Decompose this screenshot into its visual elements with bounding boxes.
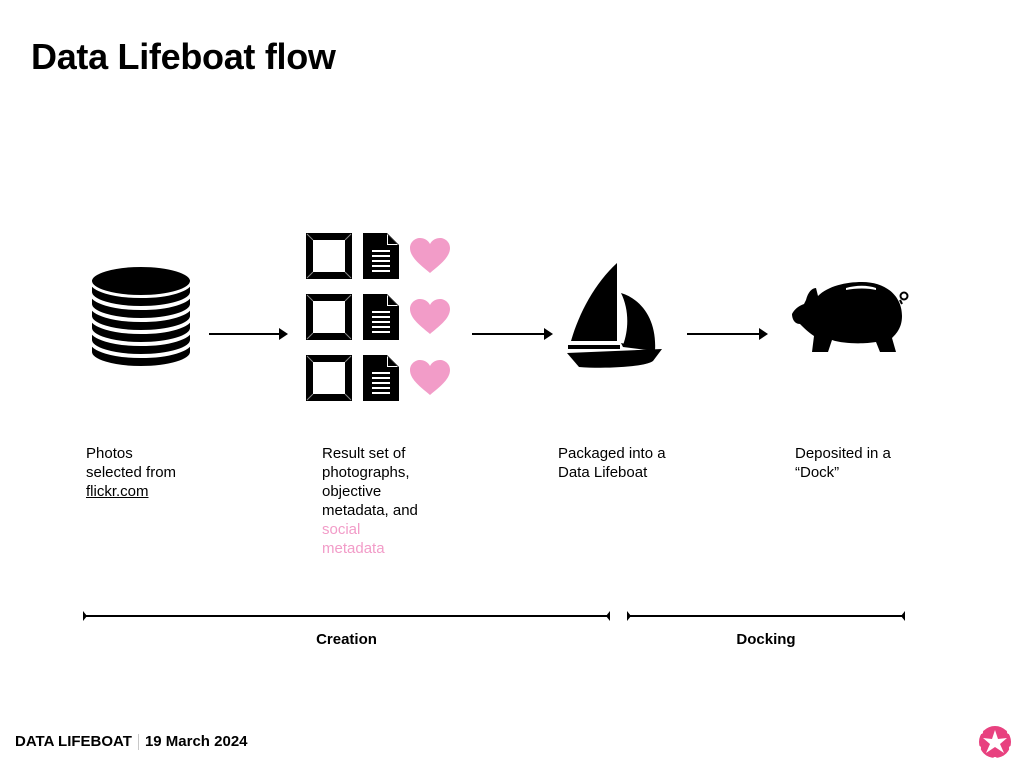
database-icon xyxy=(90,264,192,368)
sailboat-icon xyxy=(565,263,663,369)
result-set-row xyxy=(306,233,450,279)
step-caption-photos: Photos selected from flickr.com xyxy=(86,444,176,501)
phase-label-creation: Creation xyxy=(316,631,377,648)
caption-line: selected from xyxy=(86,464,177,481)
caption-line: Deposited in a xyxy=(795,445,891,462)
piggy-bank-icon xyxy=(792,278,910,354)
phase-span-docking xyxy=(627,611,905,621)
caption-line: Photos xyxy=(86,445,133,462)
phase-label-docking: Docking xyxy=(736,631,796,648)
photo-frame-icon xyxy=(306,294,352,340)
step-caption-packaged: Packaged into a Data Lifeboat xyxy=(558,444,666,482)
photo-frame-icon xyxy=(306,355,352,401)
caption-line: photographs, xyxy=(322,464,410,481)
document-icon xyxy=(363,355,399,401)
flow-arrow xyxy=(209,328,288,340)
photo-frame-icon xyxy=(306,233,352,279)
caption-line: Result set of xyxy=(322,445,406,462)
heart-icon xyxy=(410,360,450,396)
document-icon xyxy=(363,233,399,279)
flow-arrow xyxy=(472,328,553,340)
social-metadata-highlight: social xyxy=(322,521,361,538)
phase-span-creation xyxy=(83,611,610,621)
span-cap-right xyxy=(901,611,905,621)
caption-line: metadata, and xyxy=(322,502,418,519)
step-caption-result-set: Result set of photographs, objective met… xyxy=(322,444,418,558)
step-caption-deposited: Deposited in a “Dock” xyxy=(795,444,891,482)
flickr-link[interactable]: flickr.com xyxy=(86,483,149,500)
span-cap-left xyxy=(627,611,631,621)
footer-separator xyxy=(137,733,139,750)
result-set-row xyxy=(306,355,450,401)
caption-line: objective xyxy=(322,483,382,500)
social-metadata-highlight: metadata xyxy=(322,540,385,557)
star-flower-logo-icon xyxy=(977,724,1013,761)
slide-title: Data Lifeboat flow xyxy=(31,36,336,77)
heart-icon xyxy=(410,299,450,335)
caption-line: Packaged into a xyxy=(558,445,666,462)
span-cap-right xyxy=(606,611,610,621)
footer-date: 19 March 2024 xyxy=(144,733,248,750)
flow-arrow xyxy=(687,328,768,340)
footer-brand: DATA LIFEBOAT xyxy=(15,733,132,750)
document-icon xyxy=(363,294,399,340)
span-cap-left xyxy=(83,611,87,621)
caption-line: Data Lifeboat xyxy=(558,464,648,481)
caption-line: “Dock” xyxy=(795,464,840,481)
result-set-row xyxy=(306,294,450,340)
footer: DATA LIFEBOAT 19 March 2024 xyxy=(15,733,248,750)
heart-icon xyxy=(410,238,450,274)
